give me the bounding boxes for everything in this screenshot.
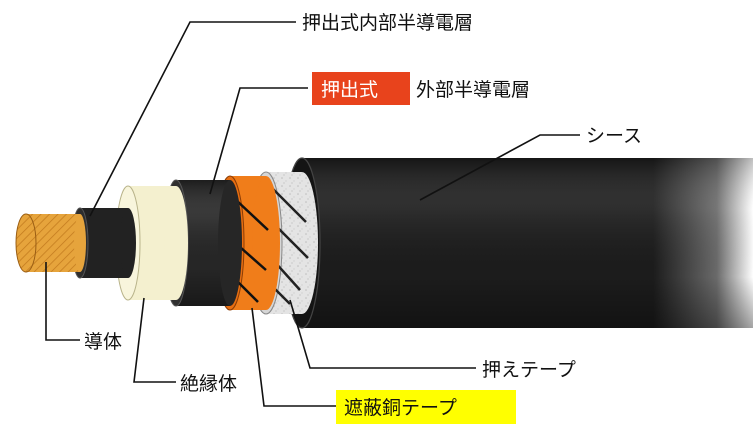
leader-lines — [45, 21, 580, 407]
leader-inner-semiconductive — [89, 21, 296, 217]
conductor-layer — [15, 213, 86, 273]
leader-sheath — [419, 134, 580, 201]
label-inner-semiconductive: 押出式内部半導電層 — [302, 12, 473, 34]
label-insulation: 絶縁体 — [180, 373, 237, 395]
leader-binding-tape — [289, 299, 476, 369]
highlight-orange-box — [312, 72, 410, 105]
label-outer-semiconductive: 外部半導電層 — [416, 79, 530, 101]
leader-outer-semiconductive — [209, 87, 308, 195]
leader-copper-tape — [251, 307, 338, 407]
label-conductor: 導体 — [84, 331, 122, 353]
leader-conductor — [45, 262, 80, 341]
label-outer-semiconductive-highlight: 押出式 — [321, 79, 378, 101]
highlight-yellow-box — [336, 390, 516, 424]
leader-insulation — [133, 297, 176, 383]
sheath-layer — [283, 157, 753, 329]
label-sheath: シース — [586, 125, 642, 147]
label-copper-shield-tape: 遮蔽銅テープ — [344, 397, 457, 419]
label-binding-tape: 押えテープ — [482, 359, 576, 381]
